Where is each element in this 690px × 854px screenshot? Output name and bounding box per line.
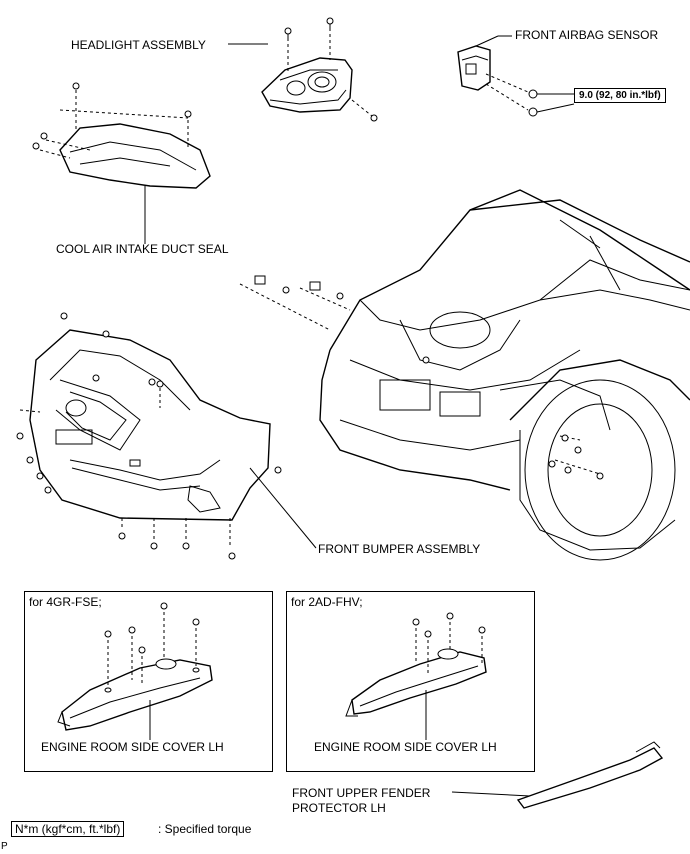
label-front-airbag-sensor: FRONT AIRBAG SENSOR bbox=[515, 28, 659, 42]
label-cool-air-intake-duct-seal: COOL AIR INTAKE DUCT SEAL bbox=[56, 242, 229, 256]
side-cover-4gr-drawing bbox=[57, 602, 213, 740]
label-engine-room-side-cover-4gr: ENGINE ROOM SIDE COVER LH bbox=[41, 740, 224, 754]
duct-seal-clips bbox=[32, 82, 192, 150]
side-cover-2ad-drawing bbox=[345, 612, 487, 740]
panel-4gr-fse-title: for 4GR-FSE; bbox=[29, 595, 102, 609]
vehicle-front-drawing bbox=[239, 189, 690, 561]
label-engine-room-side-cover-2ad: ENGINE ROOM SIDE COVER LH bbox=[314, 740, 497, 754]
panel-2ad-fhv-title: for 2AD-FHV; bbox=[291, 595, 363, 609]
torque-spec-box: 9.0 (92, 80 in.*lbf) bbox=[574, 88, 666, 103]
corner-mark: P bbox=[1, 841, 8, 852]
headlight-bolts bbox=[284, 17, 378, 122]
fender-protector-drawing bbox=[451, 741, 664, 809]
panel-4gr-fse bbox=[24, 591, 273, 772]
legend-specified-torque: : Specified torque bbox=[158, 822, 252, 836]
label-front-bumper-assembly: FRONT BUMPER ASSEMBLY bbox=[318, 542, 481, 556]
bumper-screws bbox=[16, 312, 282, 560]
label-front-upper-fender-protector-line1: FRONT UPPER FENDER bbox=[292, 786, 431, 800]
duct-seal-drawing bbox=[39, 90, 211, 244]
front-bumper-drawing bbox=[19, 329, 317, 549]
label-headlight-assembly: HEADLIGHT ASSEMBLY bbox=[71, 38, 206, 52]
label-front-upper-fender-protector-line2: PROTECTOR LH bbox=[292, 801, 386, 815]
panel-2ad-fhv bbox=[286, 591, 535, 772]
legend-unit-box: N*m (kgf*cm, ft.*lbf) bbox=[11, 821, 125, 837]
vehicle-clips bbox=[254, 275, 604, 480]
headlight-assembly-drawing bbox=[254, 28, 373, 117]
airbag-sensor-drawing bbox=[457, 35, 575, 117]
